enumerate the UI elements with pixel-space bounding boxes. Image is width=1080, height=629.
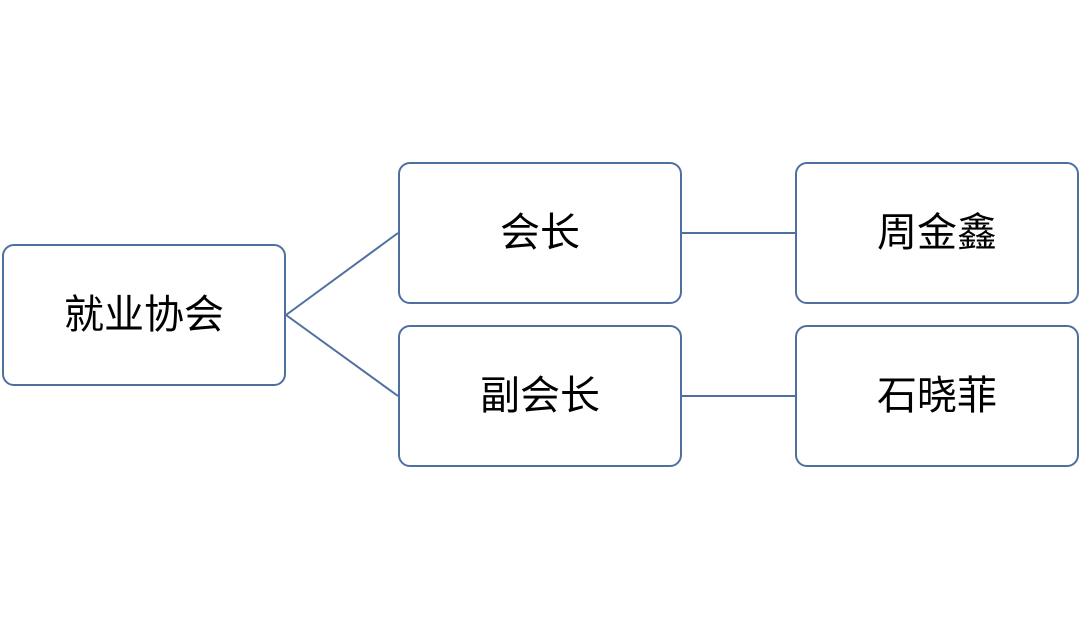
president-role-label: 会长 — [500, 210, 580, 256]
root-node: 就业协会 — [2, 244, 286, 386]
vice-president-person-node: 石晓菲 — [795, 325, 1079, 467]
president-person-label: 周金鑫 — [877, 210, 997, 256]
president-person-node: 周金鑫 — [795, 162, 1079, 304]
connector-root-to-vice-president — [285, 314, 399, 397]
vice-president-role-label: 副会长 — [480, 373, 600, 419]
root-node-label: 就业协会 — [64, 292, 224, 338]
vice-president-person-label: 石晓菲 — [877, 373, 997, 419]
president-role-node: 会长 — [398, 162, 682, 304]
connector-root-to-president — [285, 232, 399, 316]
vice-president-role-node: 副会长 — [398, 325, 682, 467]
